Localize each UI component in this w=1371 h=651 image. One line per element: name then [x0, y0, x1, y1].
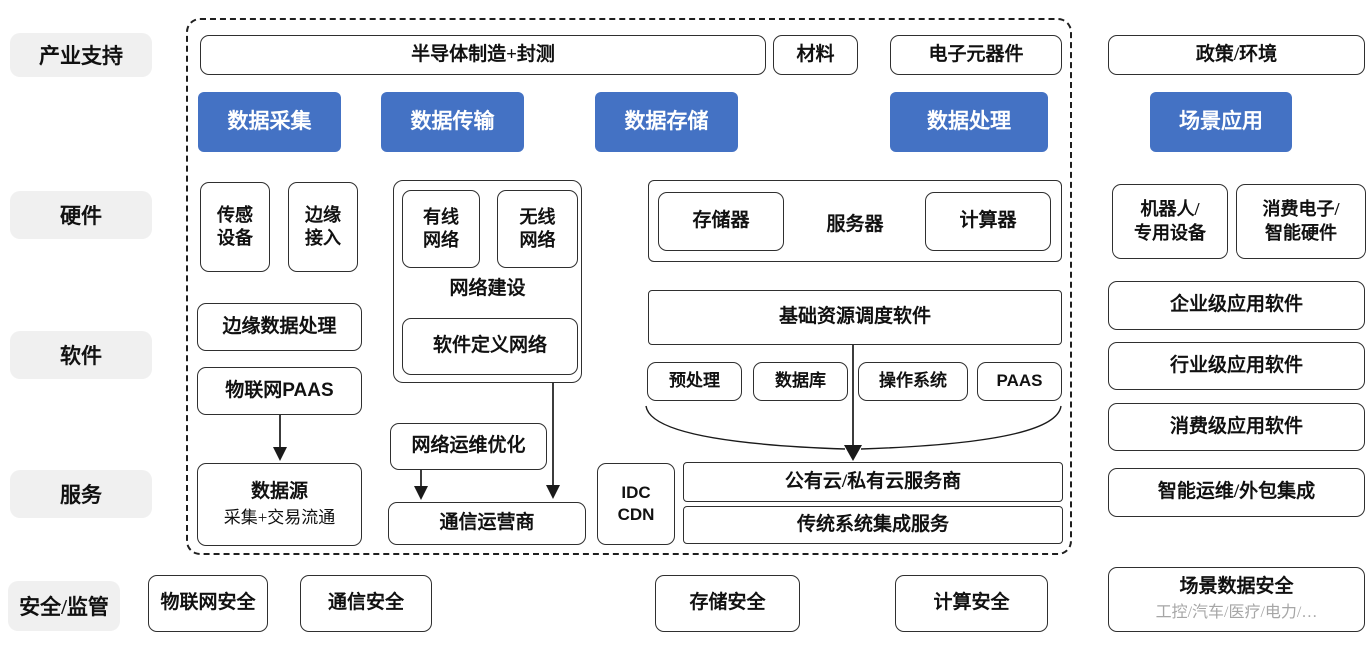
materials-box: 材料: [773, 35, 858, 75]
scenario-data-security-title: 场景数据安全: [1179, 576, 1294, 598]
stage-header-data-processing: 数据处理: [890, 92, 1048, 152]
wired-network-line1: 有线: [423, 206, 459, 227]
industry-software-box: 行业级应用软件: [1108, 342, 1365, 390]
stage-header-data-transmission: 数据传输: [381, 92, 524, 152]
idc-cdn-box: IDC CDN: [597, 463, 675, 545]
paas-box: PAAS: [977, 362, 1062, 401]
row-label-services: 服务: [10, 470, 152, 518]
policy-environment-box: 政策/环境: [1108, 35, 1365, 75]
storage-security-box: 存储安全: [655, 575, 800, 632]
wired-network-box: 有线 网络: [402, 190, 480, 268]
storage-device-box: 存储器: [658, 192, 784, 251]
software-defined-network-box: 软件定义网络: [402, 318, 578, 375]
communication-security-box: 通信安全: [300, 575, 432, 632]
sensor-device-line2: 设备: [217, 228, 253, 248]
data-source-title: 数据源: [250, 480, 308, 502]
row-label-software: 软件: [10, 331, 152, 379]
edge-access-line2: 接入: [305, 228, 341, 248]
compute-device-box: 计算器: [925, 192, 1051, 251]
idc-line: IDC: [621, 482, 651, 502]
main-dashed-container: [186, 18, 1072, 555]
stage-header-scenario-application: 场景应用: [1150, 92, 1292, 152]
network-construction-label: 网络建设: [449, 278, 526, 299]
row-label-hardware: 硬件: [10, 191, 152, 239]
network-ops-optimization-box: 网络运维优化: [390, 423, 547, 470]
wireless-network-line1: 无线: [519, 206, 556, 227]
scenario-data-security-subtitle: 工控/汽车/医疗/电力/…: [1155, 603, 1318, 621]
iot-paas-box: 物联网PAAS: [197, 367, 362, 415]
stage-header-data-collection: 数据采集: [198, 92, 341, 152]
intelligent-ops-box: 智能运维/外包集成: [1108, 468, 1365, 517]
consumer-software-box: 消费级应用软件: [1108, 403, 1365, 451]
telecom-operator-box: 通信运营商: [388, 502, 586, 545]
sensor-device-box: 传感 设备: [200, 182, 270, 272]
wireless-network-line2: 网络: [519, 230, 556, 250]
compute-security-box: 计算安全: [895, 575, 1048, 632]
scenario-data-security-box: 场景数据安全 工控/汽车/医疗/电力/…: [1108, 567, 1365, 632]
wireless-network-box: 无线 网络: [497, 190, 578, 268]
edge-data-processing-box: 边缘数据处理: [197, 303, 362, 351]
iot-security-box: 物联网安全: [148, 575, 268, 632]
data-source-subtitle: 采集+交易流通: [223, 508, 336, 528]
robot-equipment-line1: 机器人/: [1140, 199, 1200, 220]
sensor-device-line1: 传感: [217, 204, 253, 225]
wired-network-line2: 网络: [423, 230, 459, 250]
consumer-electronics-line2: 智能硬件: [1265, 222, 1337, 243]
enterprise-software-box: 企业级应用软件: [1108, 281, 1365, 330]
robot-equipment-line2: 专用设备: [1134, 222, 1206, 243]
operating-system-box: 操作系统: [858, 362, 968, 401]
cdn-line: CDN: [617, 505, 655, 524]
cloud-provider-box: 公有云/私有云服务商: [683, 462, 1063, 502]
row-label-industry-support: 产业支持: [10, 33, 152, 77]
consumer-electronics-box: 消费电子/ 智能硬件: [1236, 184, 1366, 259]
stage-header-data-storage: 数据存储: [595, 92, 738, 152]
components-box: 电子元器件: [890, 35, 1062, 75]
preprocessing-box: 预处理: [647, 362, 742, 401]
database-box: 数据库: [753, 362, 848, 401]
robot-equipment-box: 机器人/ 专用设备: [1112, 184, 1228, 259]
system-integration-box: 传统系统集成服务: [683, 506, 1063, 544]
server-group-label: 服务器: [826, 214, 884, 235]
edge-access-line1: 边缘: [305, 204, 341, 225]
data-source-box: 数据源 采集+交易流通: [197, 463, 362, 546]
consumer-electronics-line1: 消费电子/: [1262, 199, 1340, 220]
edge-access-box: 边缘 接入: [288, 182, 358, 272]
row-label-security: 安全/监管: [8, 581, 120, 631]
resource-scheduling-software-box: 基础资源调度软件: [648, 290, 1062, 345]
semiconductor-box: 半导体制造+封测: [200, 35, 766, 75]
